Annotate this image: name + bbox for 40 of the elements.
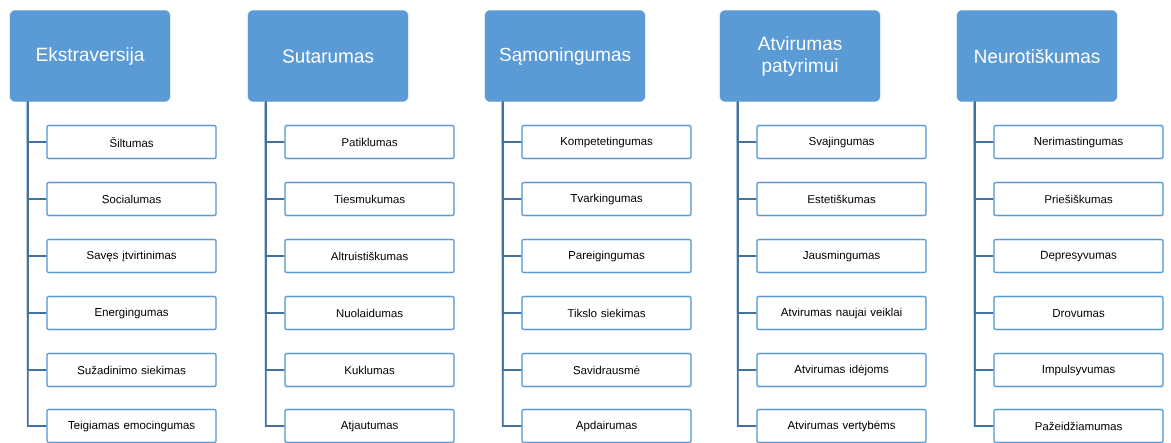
connector-line [501, 100, 523, 427]
trait-box: Energingumas [46, 295, 217, 331]
trait-box: Apdairumas [521, 408, 692, 443]
connector-line [973, 100, 995, 427]
trait-box: Tikslo siekimas [521, 295, 692, 331]
trait-box: Tiesmukumas [284, 181, 455, 217]
trait-box: Kuklumas [284, 352, 455, 388]
connector-line [264, 100, 286, 427]
trait-box: Atvirumas vertybėms [756, 408, 927, 443]
trait-box: Šiltumas [46, 124, 217, 160]
trait-box: Jausmingumas [756, 238, 927, 274]
trait-box: Pažeidžiamumas [993, 408, 1164, 443]
trait-box: Sužadinimo siekimas [46, 352, 217, 388]
connector-line [736, 100, 758, 427]
trait-box: Svajingumas [756, 124, 927, 160]
trait-box: Nerimastingumas [993, 124, 1164, 160]
trait-box: Savidrausmė [521, 352, 692, 388]
trait-box: Savęs įtvirtinimas [46, 238, 217, 274]
trait-box: Atvirumas naujai veiklai [756, 295, 927, 331]
category-box: Ekstraversija [9, 10, 171, 102]
trait-box: Depresyvumas [993, 238, 1164, 274]
category-box: Sutarumas [247, 10, 409, 102]
trait-box: Atjautumas [284, 408, 455, 443]
trait-box: Teigiamas emocingumas [46, 408, 217, 443]
trait-box: Pareigingumas [521, 238, 692, 274]
trait-box: Nuolaidumas [284, 295, 455, 331]
category-box: Neurotiškumas [956, 10, 1118, 102]
trait-box: Estetiškumas [756, 181, 927, 217]
trait-box: Patiklumas [284, 124, 455, 160]
trait-box: Tvarkingumas [521, 181, 692, 217]
category-box: Sąmoningumas [484, 10, 646, 102]
trait-box: Kompetetingumas [521, 124, 692, 160]
trait-box: Impulsyvumas [993, 352, 1164, 388]
category-box: Atvirumas patyrimui [719, 10, 881, 102]
trait-box: Altruistiškumas [284, 238, 455, 274]
trait-box: Socialumas [46, 181, 217, 217]
trait-box: Atvirumas idėjoms [756, 352, 927, 388]
trait-box: Priešiškumas [993, 181, 1164, 217]
connector-line [26, 100, 48, 427]
trait-box: Drovumas [993, 295, 1164, 331]
